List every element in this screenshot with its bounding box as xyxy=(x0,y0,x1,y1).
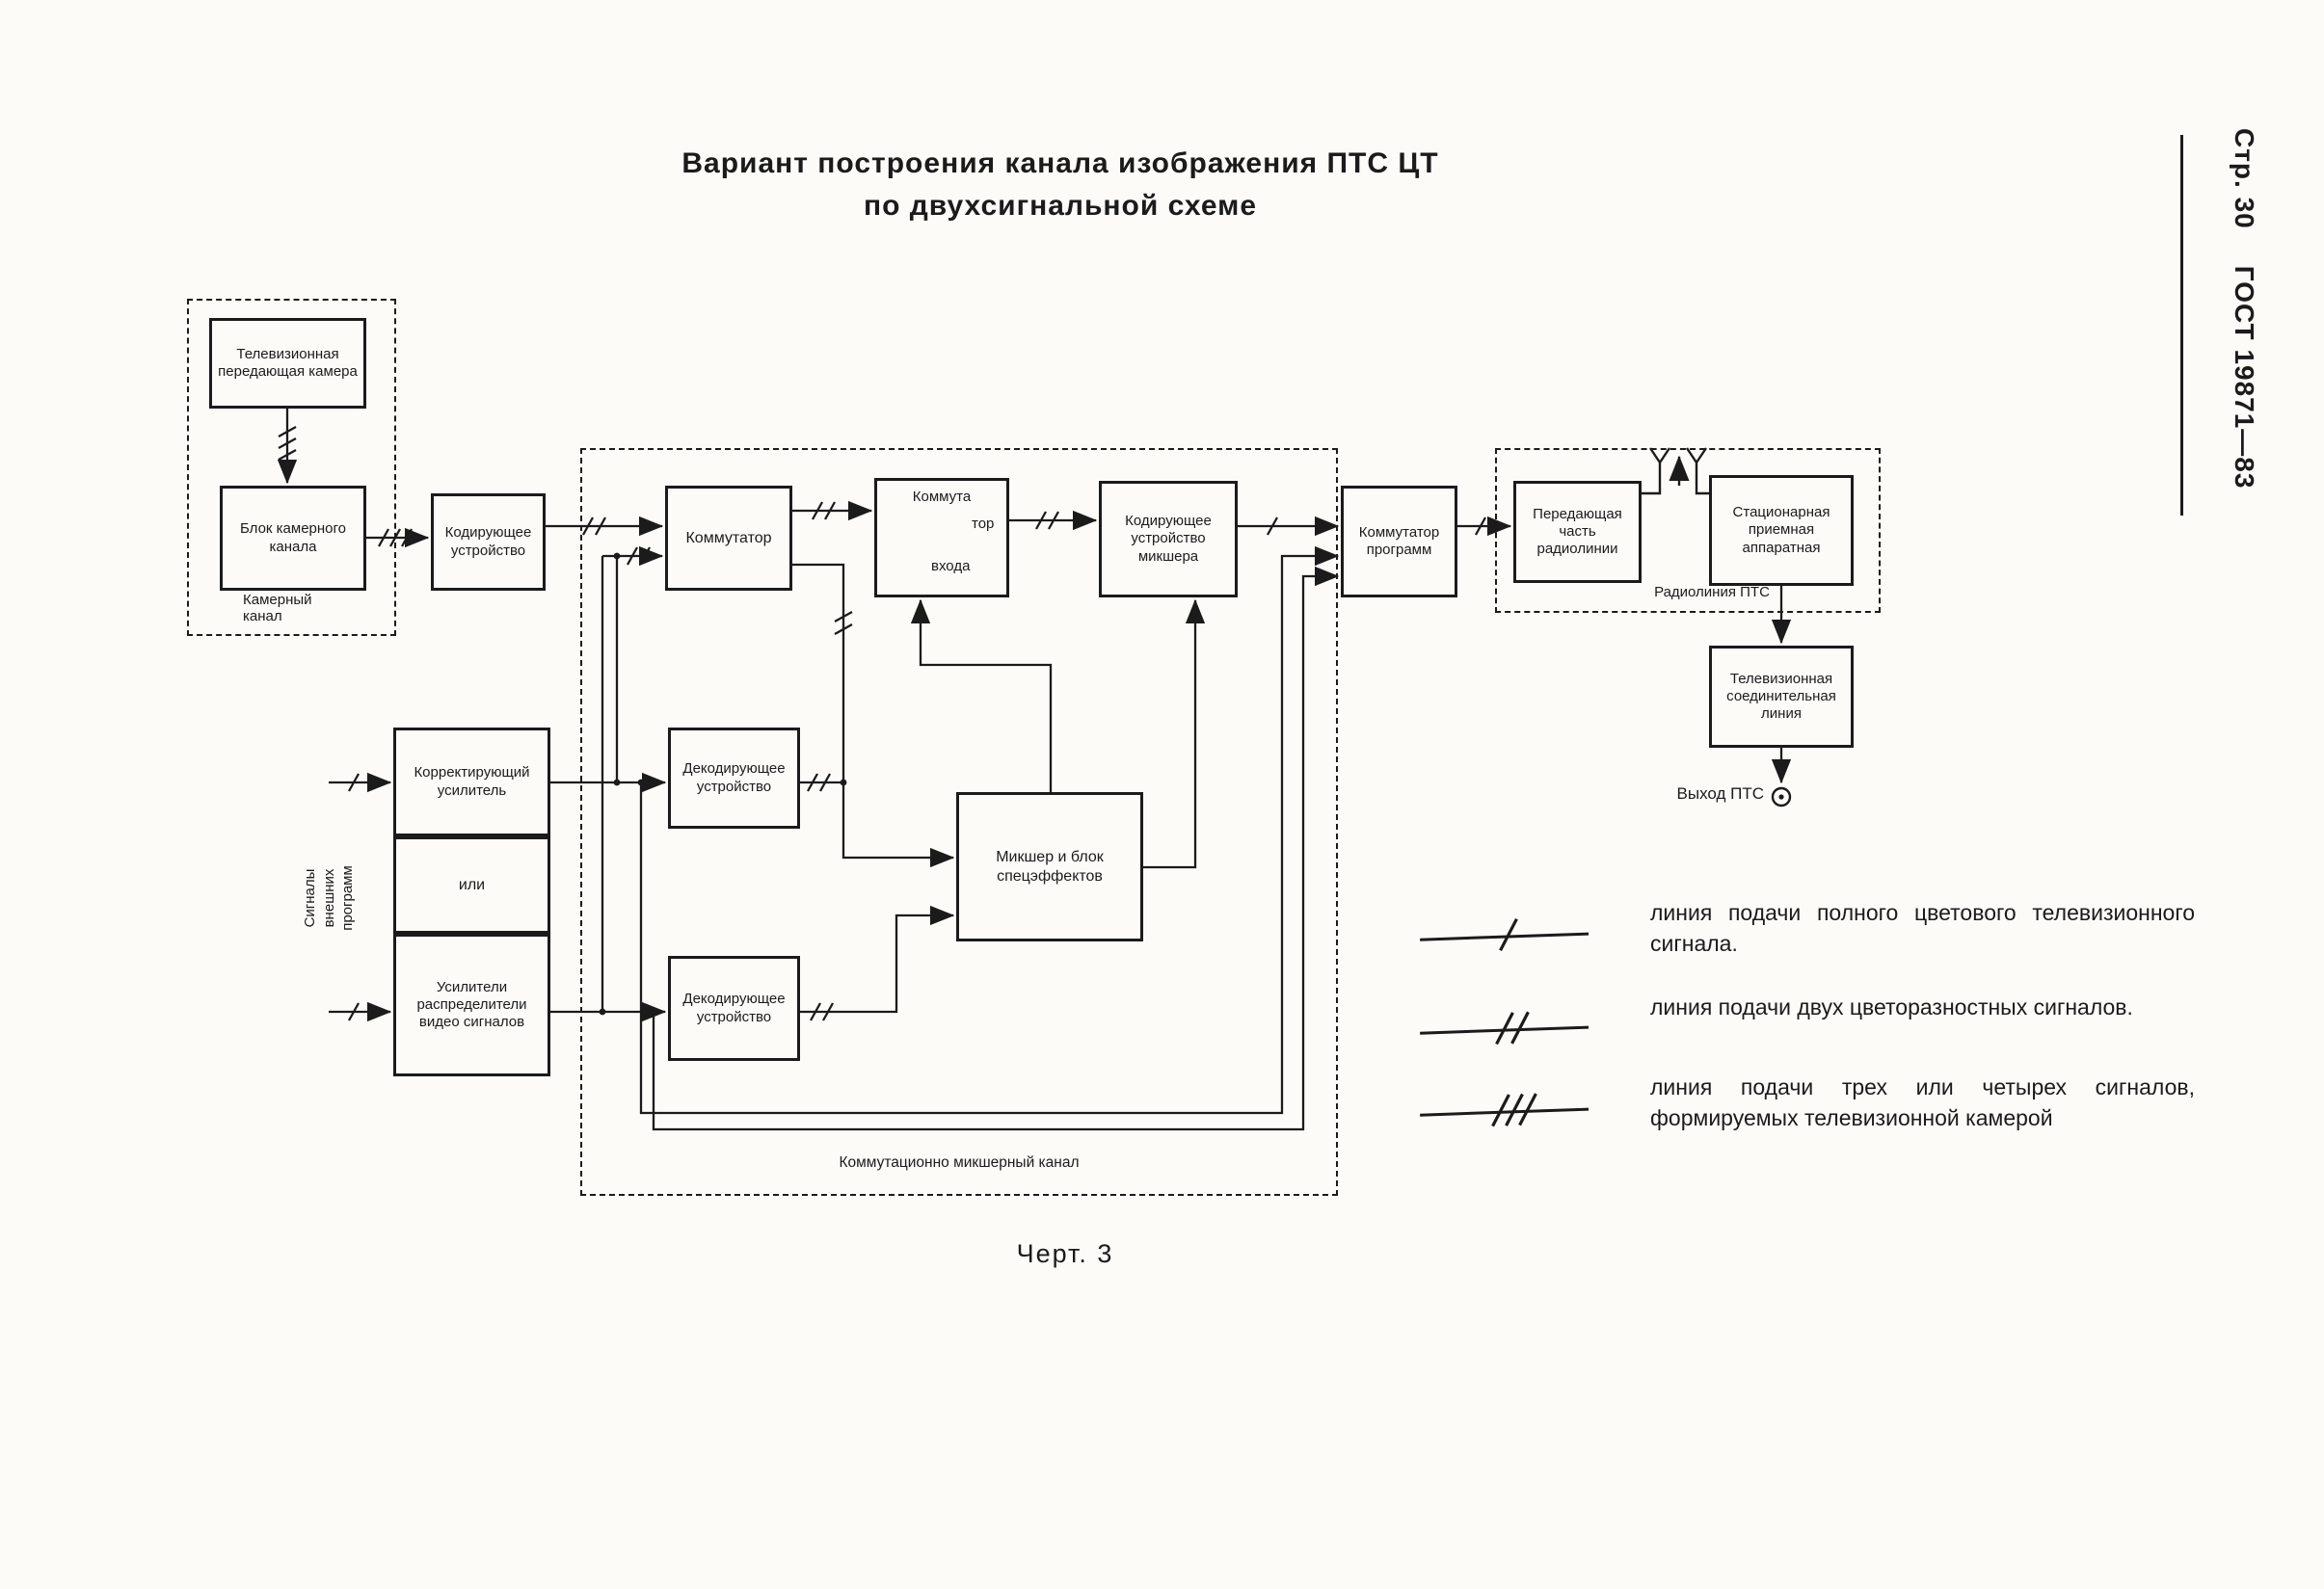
block-radio-tx-label: Передающая часть радиолинии xyxy=(1533,505,1622,558)
rx-antenna-icon xyxy=(1686,447,1709,495)
block-distribution-amplifiers-label: Усилители распределители видео сигналов xyxy=(416,978,527,1031)
wire-decoder-lower-out xyxy=(800,905,955,1014)
hash-marks xyxy=(278,425,1487,1021)
block-radio-rx: Стационарная приемная аппаратная xyxy=(1709,475,1854,586)
block-fx-mixer-label: Микшер и блок спецэффектов xyxy=(996,848,1104,885)
hash-double-switcher-out xyxy=(811,501,837,520)
radio-link-group xyxy=(1495,448,1881,613)
margin-standard-number: ГОСТ 19871—83 xyxy=(2230,265,2259,490)
block-decoder-upper: Декодирующее устройство xyxy=(668,728,800,829)
signal-wires xyxy=(277,409,1792,1131)
figure-caption: Черт. 3 xyxy=(1016,1239,1114,1268)
block-fx-mixer: Микшер и блок спецэффектов xyxy=(956,792,1143,941)
legend-single-slash-icon xyxy=(1420,917,1589,952)
block-input-switch-line3: входа xyxy=(931,558,971,574)
block-program-switcher-label: Коммутатор программ xyxy=(1358,523,1440,558)
hash-triple-camera xyxy=(278,425,297,462)
block-radio-tx: Передающая часть радиолинии xyxy=(1513,481,1642,583)
hash-double-branch xyxy=(626,546,652,566)
block-mixer-encoder-label: Кодирующее устройство микшера xyxy=(1125,513,1212,565)
legend-double-slash-text: линия подачи двух цветоразностных сигнал… xyxy=(1650,994,2133,1020)
diagram-title: Вариант построения канала изображения ПТ… xyxy=(574,143,1547,226)
block-input-switch-line2: тор xyxy=(972,516,995,532)
block-decoder-lower-label: Декодирующее устройство xyxy=(682,991,786,1025)
block-decoder-lower: Декодирующее устройство xyxy=(668,956,800,1061)
legend-single-slash-text: линия подачи полного цветового телевизио… xyxy=(1650,900,2195,956)
legend-triple-slash-icon xyxy=(1420,1093,1589,1127)
block-camera-channel-unit-label: Блок камерного канала xyxy=(239,520,346,555)
camera-channel-group-label: Камерный канал xyxy=(243,592,312,625)
output-terminal-icon xyxy=(1771,786,1792,808)
block-tv-connecting-line-label: Телевизионная соединительная линия xyxy=(1726,670,1836,723)
hash-double-decoder-upper xyxy=(806,773,832,792)
camera-channel-group xyxy=(187,299,396,636)
block-or: или xyxy=(393,836,550,934)
block-encoder-label: Кодирующее устройство xyxy=(444,524,532,559)
block-decoder-upper-label: Декодирующее устройство xyxy=(682,760,786,795)
mixer-channel-group xyxy=(580,448,1338,1196)
hash-double-inputswitch-out xyxy=(1034,511,1060,530)
title-line2: по двухсигнальной схеме xyxy=(863,189,1258,222)
wire-switcher-to-fxmixer xyxy=(792,563,955,868)
pts-output-label: Выход ПТС xyxy=(1676,784,1764,803)
wire-fxmixer-to-mixerencoder xyxy=(1143,598,1206,869)
hash-double-encoder xyxy=(581,516,607,536)
block-switcher-label: Коммутатор xyxy=(685,529,772,546)
legend-triple-slash-text: линия подачи трех или четырех сигналов, … xyxy=(1650,1074,2195,1130)
block-radio-rx-label: Стационарная приемная аппаратная xyxy=(1732,504,1830,556)
margin-page-number: Стр. 30 xyxy=(2230,128,2259,229)
radio-link-group-label: Радиолиния ПТС xyxy=(1654,584,1770,600)
hash-single-mixerencoder-out xyxy=(1266,516,1279,536)
block-or-label: или xyxy=(458,876,486,893)
wire-fxmixer-to-inputswitch xyxy=(910,598,1053,792)
wire-bypass-lower xyxy=(652,566,1340,1131)
block-corrective-amplifier: Корректирующий усилитель xyxy=(393,728,550,836)
antenna-symbols xyxy=(1642,447,1709,495)
block-switcher: Коммутатор xyxy=(665,486,792,591)
margin-header: Стр. 30 ГОСТ 19871—83 xyxy=(2227,128,2259,552)
mixer-channel-group-label: Коммутационно микшерный канал xyxy=(839,1154,1080,1171)
hash-double-fx-feed xyxy=(834,610,853,636)
block-tv-connecting-line: Телевизионная соединительная линия xyxy=(1709,646,1854,748)
tx-antenna-icon xyxy=(1642,447,1670,495)
hash-double-decoder-lower xyxy=(809,1002,835,1021)
block-mixer-encoder: Кодирующее устройство микшера xyxy=(1099,481,1238,597)
block-distribution-amplifiers: Усилители распределители видео сигналов xyxy=(393,934,550,1076)
block-tv-camera: Телевизионная передающая камера xyxy=(209,318,366,409)
junction-dots xyxy=(599,552,847,1016)
block-camera-channel-unit: Блок камерного канала xyxy=(220,486,366,591)
hash-single-input2 xyxy=(347,1002,361,1021)
block-corrective-amplifier-label: Корректирующий усилитель xyxy=(414,764,530,799)
block-program-switcher: Коммутатор программ xyxy=(1341,486,1457,597)
block-encoder: Кодирующее устройство xyxy=(431,493,546,591)
block-input-switch-line1: Коммута xyxy=(912,489,972,505)
external-signals-label: Сигналы внешних программ xyxy=(302,865,356,931)
hash-single-input1 xyxy=(347,773,361,792)
margin-rule xyxy=(2180,135,2183,516)
hash-single-program-out xyxy=(1474,516,1487,536)
legend-double-slash-icon xyxy=(1420,1011,1589,1046)
wire-bypass-upper xyxy=(639,545,1340,1115)
title-line1: Вариант построения канала изображения ПТ… xyxy=(681,147,1439,179)
block-tv-camera-label: Телевизионная передающая камера xyxy=(218,345,358,380)
block-input-switch: Коммута тор входа xyxy=(874,478,1009,597)
